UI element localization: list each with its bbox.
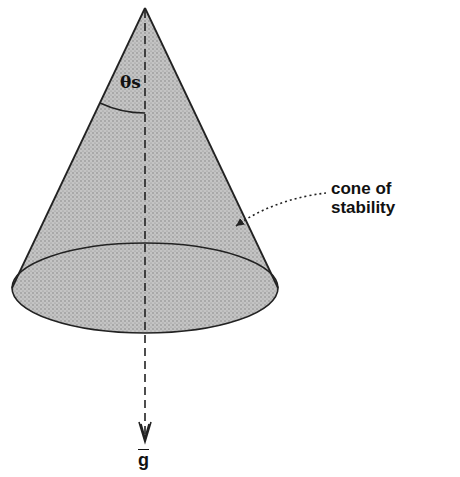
vector-label: g	[138, 450, 149, 471]
callout-label: cone of stability	[331, 180, 427, 217]
leader-line	[236, 193, 326, 226]
angle-label: θs	[120, 72, 141, 92]
angle-arc	[100, 103, 145, 113]
gravity-axis	[144, 10, 146, 438]
cone-side	[145, 8, 278, 288]
cone-side	[12, 8, 145, 288]
axis-arrowhead	[139, 422, 151, 442]
